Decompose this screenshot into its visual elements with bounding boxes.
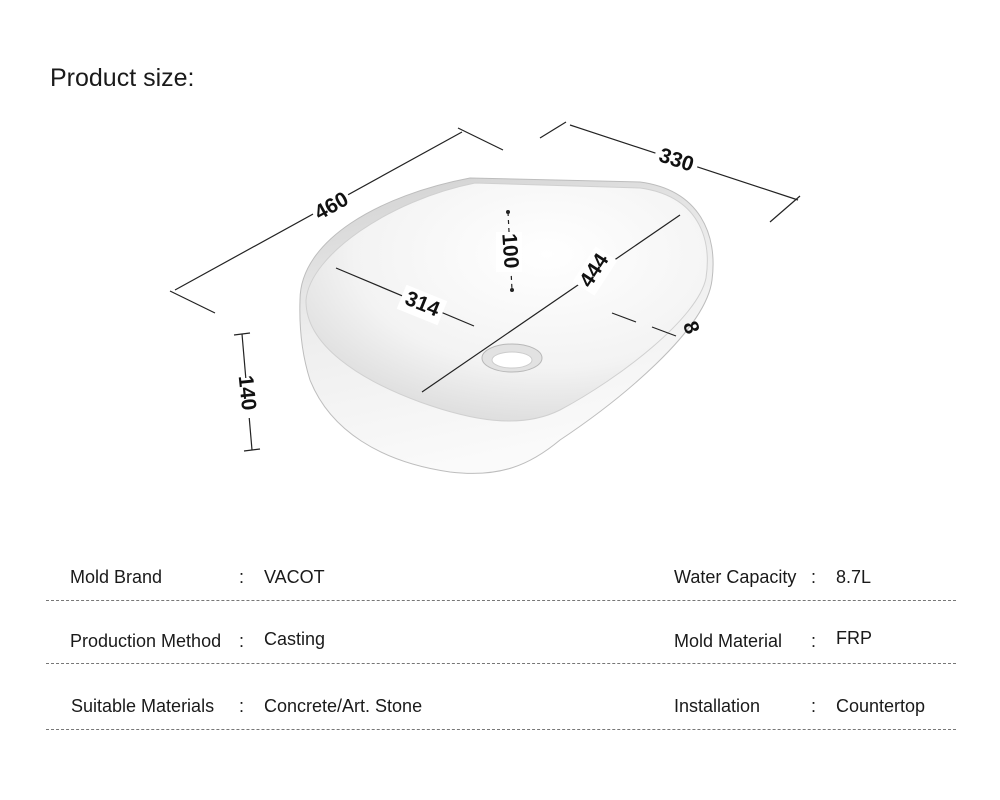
depth-label: 100 <box>497 233 522 270</box>
spec-label-suitable-materials: Suitable Materials <box>71 696 215 716</box>
spec-label-production-method: Production Method <box>70 631 222 651</box>
page-title: Product size: <box>50 64 195 92</box>
drain-hole-inner <box>491 351 533 369</box>
spec-separator: : <box>239 631 245 651</box>
spec-value-suitable-materials: Concrete/Art. Stone <box>264 696 423 716</box>
basin-diagram: 460 330 140 100 444 314 8 <box>169 121 801 474</box>
depth-dimension: 100 <box>496 210 523 292</box>
spec-label-mold-material: Mold Material <box>674 631 783 651</box>
row-divider <box>46 600 956 601</box>
height-label: 140 <box>234 374 261 411</box>
spec-value-mold-material: FRP <box>836 628 872 648</box>
spec-value-mold-brand: VACOT <box>264 567 325 587</box>
spec-label-mold-brand: Mold Brand <box>70 567 163 587</box>
spec-value-installation: Countertop <box>836 696 926 716</box>
height-dimension: 140 <box>228 332 261 452</box>
row-divider <box>46 729 956 730</box>
row-divider <box>46 663 956 664</box>
spec-separator: : <box>239 567 245 587</box>
spec-label-water-capacity: Water Capacity <box>674 567 797 587</box>
spec-separator: : <box>811 567 817 587</box>
spec-separator: : <box>811 696 817 716</box>
spec-value-water-capacity: 8.7L <box>836 567 872 587</box>
spec-label-installation: Installation <box>674 696 761 716</box>
spec-value-production-method: Casting <box>264 629 326 649</box>
spec-separator: : <box>239 696 245 716</box>
width-dimension: 330 <box>539 121 801 223</box>
basin-bowl <box>305 182 708 422</box>
spec-separator: : <box>811 631 817 651</box>
